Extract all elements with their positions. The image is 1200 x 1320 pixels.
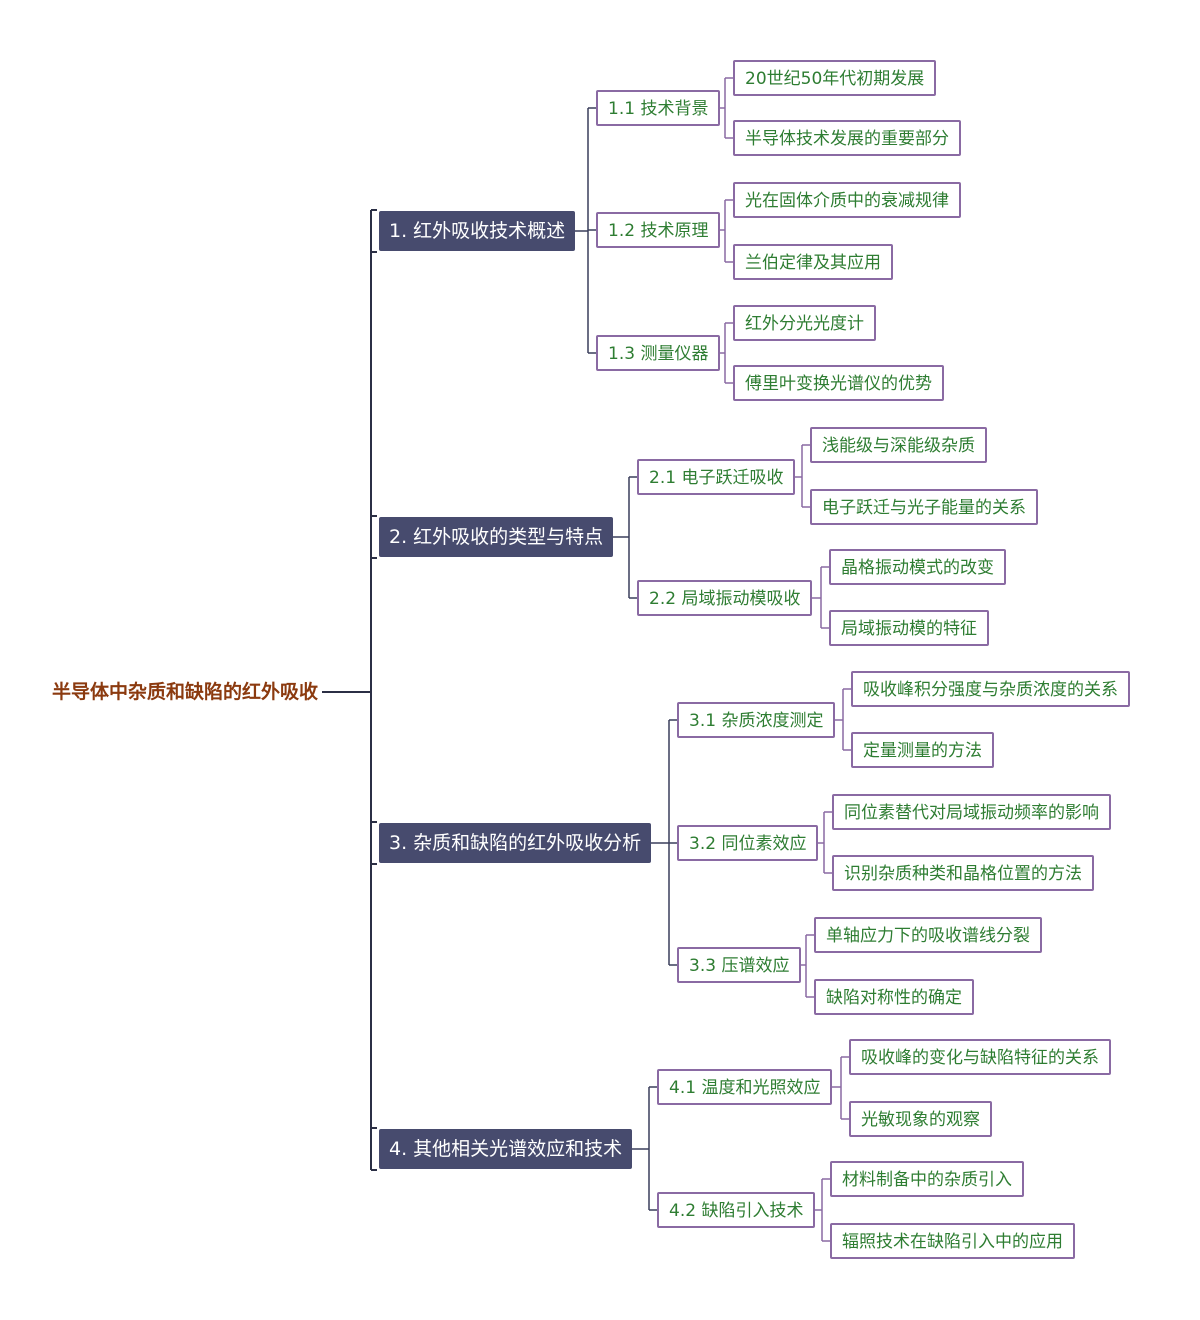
leaf-1-1-1[interactable]: 20世纪50年代初期发展	[733, 60, 937, 96]
sub-1-2-connector	[720, 199, 733, 263]
sub-1-3-connector	[720, 322, 733, 384]
leaf-2-2-2[interactable]: 局域振动模的特征	[829, 610, 989, 646]
sub-1-1[interactable]: 1.1 技术背景	[596, 90, 721, 126]
sub-3-1-connector	[835, 688, 851, 751]
leaf-1-1-2[interactable]: 半导体技术发展的重要部分	[733, 120, 961, 156]
sub-1-3[interactable]: 1.3 测量仪器	[596, 335, 721, 371]
leaf-2-1-1[interactable]: 浅能级与深能级杂质	[810, 427, 987, 463]
leaf-3-2-1[interactable]: 同位素替代对局域振动频率的影响	[832, 794, 1111, 830]
branch-4-connector	[632, 1086, 657, 1211]
leaf-3-2-2[interactable]: 识别杂质种类和晶格位置的方法	[832, 855, 1094, 891]
branch-4[interactable]: 4. 其他相关光谱效应和技术	[379, 1129, 633, 1169]
sub-1-2[interactable]: 1.2 技术原理	[596, 212, 721, 248]
branch-1[interactable]: 1. 红外吸收技术概述	[379, 211, 576, 251]
sub-4-1[interactable]: 4.1 温度和光照效应	[657, 1069, 833, 1105]
leaf-2-1-2[interactable]: 电子跃迁与光子能量的关系	[810, 489, 1038, 525]
root-topic[interactable]: 半导体中杂质和缺陷的红外吸收	[52, 681, 319, 703]
leaf-2-2-1[interactable]: 晶格振动模式的改变	[829, 549, 1006, 585]
branch-3[interactable]: 3. 杂质和缺陷的红外吸收分析	[379, 823, 652, 863]
sub-3-2[interactable]: 3.2 同位素效应	[677, 825, 819, 861]
leaf-1-2-1[interactable]: 光在固体介质中的衰减规律	[733, 182, 961, 218]
sub-3-2-connector	[818, 811, 832, 874]
leaf-1-2-2[interactable]: 兰伯定律及其应用	[733, 244, 893, 280]
sub-2-1-connector	[795, 444, 810, 508]
sub-3-1[interactable]: 3.1 杂质浓度测定	[677, 702, 836, 738]
leaf-4-1-2[interactable]: 光敏现象的观察	[849, 1101, 992, 1137]
branch-3-connector	[651, 719, 677, 966]
sub-2-2[interactable]: 2.2 局域振动模吸收	[637, 580, 813, 616]
sub-3-3[interactable]: 3.3 压谱效应	[677, 947, 802, 983]
leaf-3-3-1[interactable]: 单轴应力下的吸收谱线分裂	[814, 917, 1042, 953]
leaf-4-1-1[interactable]: 吸收峰的变化与缺陷特征的关系	[849, 1039, 1111, 1075]
root-connector	[322, 209, 377, 1171]
sub-4-1-connector	[832, 1056, 849, 1120]
sub-4-2-connector	[815, 1178, 830, 1242]
leaf-3-1-1[interactable]: 吸收峰积分强度与杂质浓度的关系	[851, 671, 1130, 707]
leaf-4-2-1[interactable]: 材料制备中的杂质引入	[830, 1161, 1024, 1197]
sub-3-3-connector	[801, 934, 814, 998]
sub-1-1-connector	[720, 77, 733, 139]
branch-2[interactable]: 2. 红外吸收的类型与特点	[379, 517, 614, 557]
sub-2-1[interactable]: 2.1 电子跃迁吸收	[637, 459, 796, 495]
leaf-3-1-2[interactable]: 定量测量的方法	[851, 732, 994, 768]
leaf-4-2-2[interactable]: 辐照技术在缺陷引入中的应用	[830, 1223, 1075, 1259]
sub-4-2[interactable]: 4.2 缺陷引入技术	[657, 1192, 816, 1228]
leaf-1-3-2[interactable]: 傅里叶变换光谱仪的优势	[733, 365, 944, 401]
branch-2-connector	[613, 476, 637, 599]
leaf-3-3-2[interactable]: 缺陷对称性的确定	[814, 979, 974, 1015]
branch-1-connector	[575, 107, 596, 354]
leaf-1-3-1[interactable]: 红外分光光度计	[733, 305, 876, 341]
sub-2-2-connector	[812, 566, 829, 629]
